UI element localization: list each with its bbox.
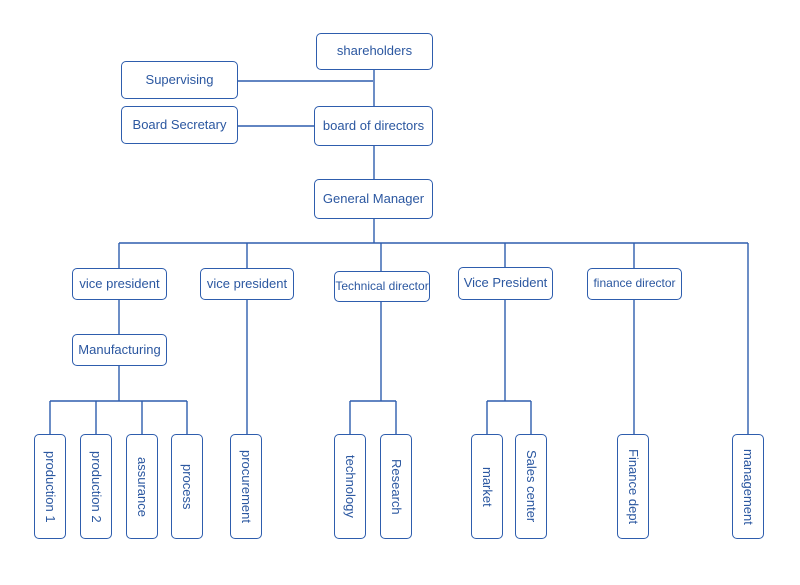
org-node-board-secretary: Board Secretary [121,106,238,144]
org-node-assurance: assurance [126,434,158,539]
org-node-research: Research [380,434,412,539]
org-node-finance-director: finance director [587,268,682,300]
org-node-procurement: procurement [230,434,262,539]
org-node-board-of-directors: board of directors [314,106,433,146]
org-node-process: process [171,434,203,539]
org-node-production-1: production 1 [34,434,66,539]
org-node-market: market [471,434,503,539]
org-node-management: management [732,434,764,539]
org-node-vice-president-2: vice president [200,268,294,300]
org-node-supervising: Supervising [121,61,238,99]
org-node-technology: technology [334,434,366,539]
org-node-technical-director: Technical director [334,271,430,302]
org-node-vice-president-3: Vice President [458,267,553,300]
org-node-sales-center: Sales center [515,434,547,539]
org-node-general-manager: General Manager [314,179,433,219]
org-node-finance-dept: Finance dept [617,434,649,539]
org-node-vice-president-1: vice president [72,268,167,300]
org-node-shareholders: shareholders [316,33,433,70]
org-node-manufacturing: Manufacturing [72,334,167,366]
connector-path [49,70,749,434]
org-node-production-2: production 2 [80,434,112,539]
